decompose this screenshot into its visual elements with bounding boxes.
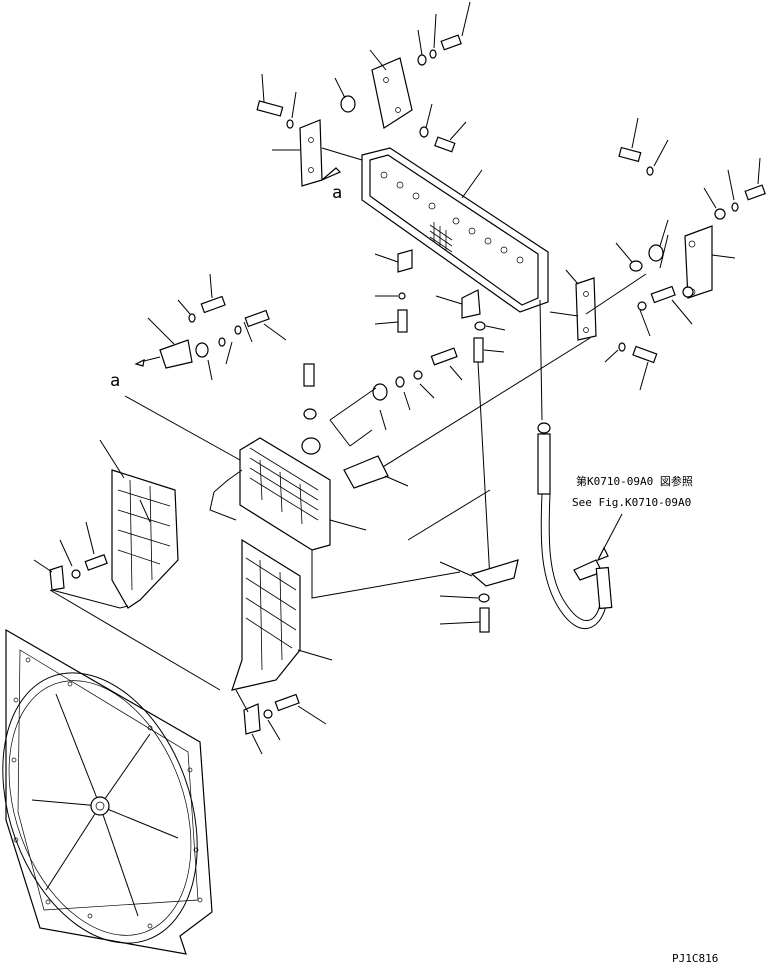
middle-duct-cover: [124, 395, 367, 551]
callout-a-top-text: a: [332, 183, 342, 203]
center-bolt-group: [301, 347, 463, 489]
lower-center-clip: [407, 489, 519, 633]
callout-a-left-text: a: [110, 371, 120, 391]
right-shroud-half: [231, 538, 461, 691]
reference-note-en: See Fig.K0710-09A0: [572, 496, 691, 509]
reference-note-jp: 第K0710-09A0 図参照: [576, 474, 693, 488]
upper-shroud-panel: [361, 147, 549, 313]
right-small-bracket: [377, 269, 694, 471]
right-bracket-group: [615, 117, 766, 299]
left-shroud-half: [99, 439, 179, 609]
left-bolt-group: [134, 273, 287, 381]
callout-a-left: a: [110, 371, 120, 391]
top-left-bolt: [256, 73, 297, 129]
fan-shroud-assembly: [2, 589, 221, 955]
lower-clip-group: [235, 689, 327, 755]
upper-mounting-plate: [334, 1, 471, 153]
callout-a-top: a: [332, 183, 342, 203]
center-clip-stack: [374, 249, 506, 581]
hose-cable: [537, 299, 623, 629]
upper-left-bracket: [272, 119, 363, 187]
left-clip-group: [33, 521, 129, 609]
drawing-number: PJ1C816: [672, 952, 718, 965]
